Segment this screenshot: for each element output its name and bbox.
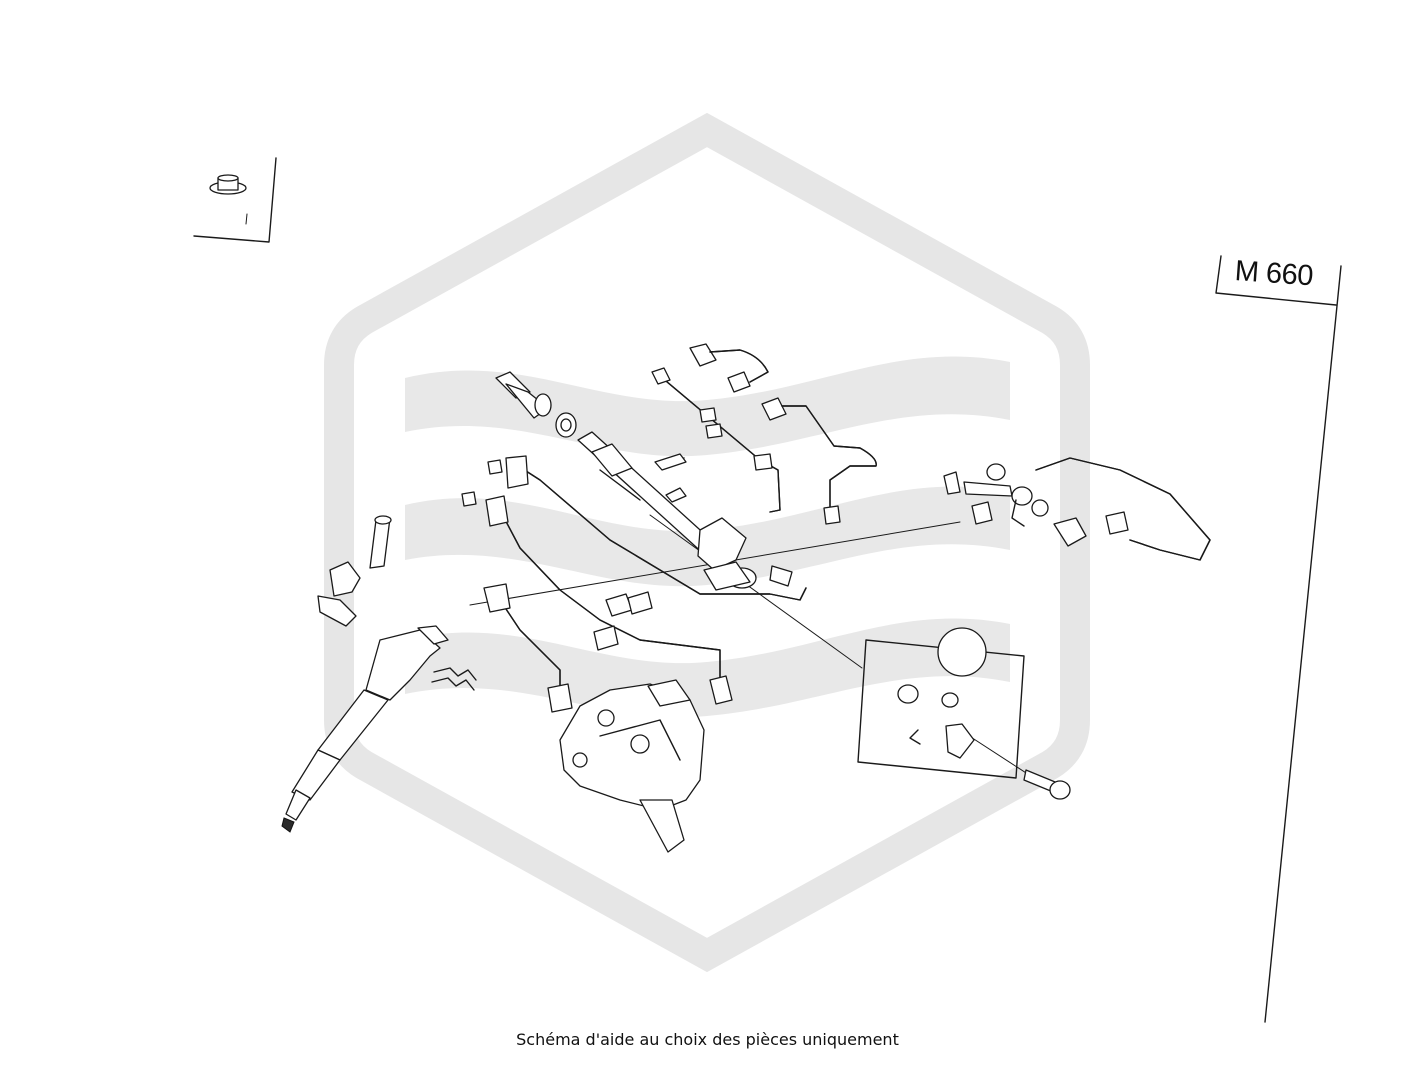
- bolt-part: [1023, 769, 1071, 800]
- pressure-sensor-part: [495, 371, 577, 438]
- injector-part: [281, 625, 477, 833]
- model-frame: [1215, 255, 1342, 1023]
- injector-clamp-part: [317, 515, 392, 627]
- feed-hose-part: [943, 457, 1211, 561]
- model-label: M 660: [1233, 255, 1314, 293]
- fuel-rail-part: [577, 431, 793, 591]
- detail-inset-part: [857, 627, 1025, 779]
- hp-pump-part: [559, 679, 705, 853]
- injector-lines-part: [651, 343, 877, 525]
- cap-plug-part: [193, 157, 277, 243]
- return-hoses-part: [461, 455, 807, 713]
- diagram-caption: Schéma d'aide au choix des pièces unique…: [516, 1030, 899, 1049]
